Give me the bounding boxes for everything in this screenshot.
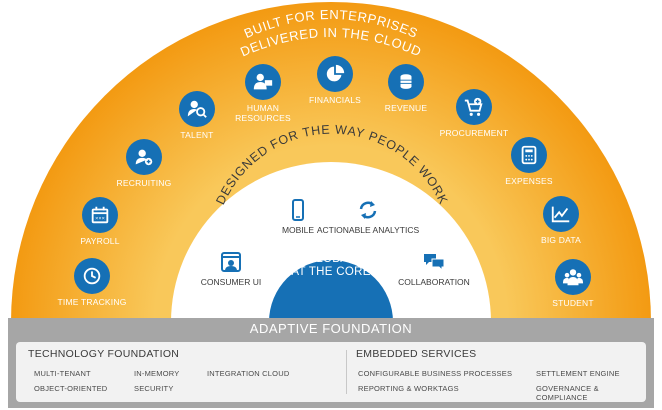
technology-foundation-title: TECHNOLOGY FOUNDATION	[28, 348, 180, 360]
app-financials[interactable]: FINANCIALS	[275, 56, 395, 105]
app-label: RECRUITING	[116, 178, 172, 188]
feature-label: COLLABORATION	[398, 277, 470, 287]
app-expenses[interactable]: EXPENSES	[469, 137, 589, 186]
feature-consumer-ui[interactable]: CONSUMER UI	[176, 250, 286, 287]
feature-collaboration[interactable]: COLLABORATION	[379, 250, 489, 287]
service-item-configurable-business-processes: CONFIGURABLE BUSINESS PROCESSES	[358, 369, 513, 378]
cart-icon	[456, 89, 492, 125]
people-icon	[245, 64, 281, 100]
app-label: TALENT	[180, 130, 214, 140]
refresh-arrows-icon	[359, 201, 377, 219]
foundation-title: ADAPTIVE FOUNDATION	[249, 321, 413, 336]
app-label: BIG DATA	[540, 235, 581, 245]
app-talent[interactable]: TALENT	[137, 91, 257, 140]
students-icon	[555, 259, 591, 295]
tech-item-integration-cloud: INTEGRATION CLOUD	[207, 369, 290, 378]
app-label: TIME TRACKING	[57, 297, 127, 307]
coins-icon	[388, 64, 424, 100]
feature-mobile[interactable]: MOBILE	[243, 198, 353, 235]
app-label: EXPENSES	[505, 176, 553, 186]
inner-white-arc	[171, 162, 491, 322]
app-label: REVENUE	[384, 103, 428, 113]
person-search-icon	[179, 91, 215, 127]
feature-label: MOBILE	[281, 225, 315, 235]
section-divider	[346, 350, 347, 394]
app-big-data[interactable]: BIG DATA	[501, 196, 621, 245]
app-student[interactable]: STUDENT	[513, 259, 633, 308]
core-blue-semicircle	[269, 260, 393, 322]
tech-item-object-oriented: OBJECT-ORIENTED	[34, 384, 108, 393]
tech-item-security: SECURITY	[134, 384, 174, 393]
clock-icon	[74, 258, 110, 294]
embedded-services-title: EMBEDDED SERVICES	[356, 348, 477, 360]
tech-item-multi-tenant: MULTI-TENANT	[34, 369, 91, 378]
foundation-panel: TECHNOLOGY FOUNDATION MULTI-TENANT IN-ME…	[16, 342, 646, 402]
calculator-icon	[511, 137, 547, 173]
app-label: HUMAN RESOURCES	[235, 103, 291, 123]
feature-actionable-analytics[interactable]: ACTIONABLE ANALYTICS	[313, 198, 423, 235]
core-line2: AT THE CORE	[291, 266, 371, 278]
app-label: STUDENT	[552, 298, 594, 308]
app-revenue[interactable]: REVENUE	[346, 64, 466, 113]
core-line1: GLOBAL	[307, 253, 355, 265]
feature-label: CONSUMER UI	[200, 277, 262, 287]
service-item-settlement-engine: SETTLEMENT ENGINE	[536, 369, 620, 378]
pie-chart-icon	[317, 56, 353, 92]
mobile-icon	[292, 199, 304, 221]
app-payroll[interactable]: ××× PAYROLL	[40, 197, 160, 246]
app-recruiting[interactable]: RECRUITING	[84, 139, 204, 188]
service-item-governance-compliance: GOVERNANCE & COMPLIANCE	[536, 384, 599, 402]
svg-text:×××: ×××	[95, 216, 105, 222]
app-time-tracking[interactable]: TIME TRACKING	[32, 258, 152, 307]
tech-item-in-memory: IN-MEMORY	[134, 369, 180, 378]
calendar-icon: ×××	[82, 197, 118, 233]
app-procurement[interactable]: PROCUREMENT	[414, 89, 534, 138]
app-label: PAYROLL	[80, 236, 120, 246]
adaptive-foundation: ADAPTIVE FOUNDATION TECHNOLOGY FOUNDATIO…	[8, 318, 654, 408]
line-chart-icon	[543, 196, 579, 232]
app-label: FINANCIALS	[308, 95, 362, 105]
service-item-reporting-worktags: REPORTING & WORKTAGS	[358, 384, 459, 393]
chat-bubbles-icon	[424, 254, 445, 272]
person-add-icon	[126, 139, 162, 175]
app-label: PROCUREMENT	[439, 128, 509, 138]
global-core: GLOBAL AT THE CORE	[270, 253, 392, 279]
app-human-resources[interactable]: HUMAN RESOURCES	[223, 64, 303, 123]
feature-label: ACTIONABLE ANALYTICS	[316, 225, 420, 235]
consumer-ui-icon	[221, 252, 241, 272]
